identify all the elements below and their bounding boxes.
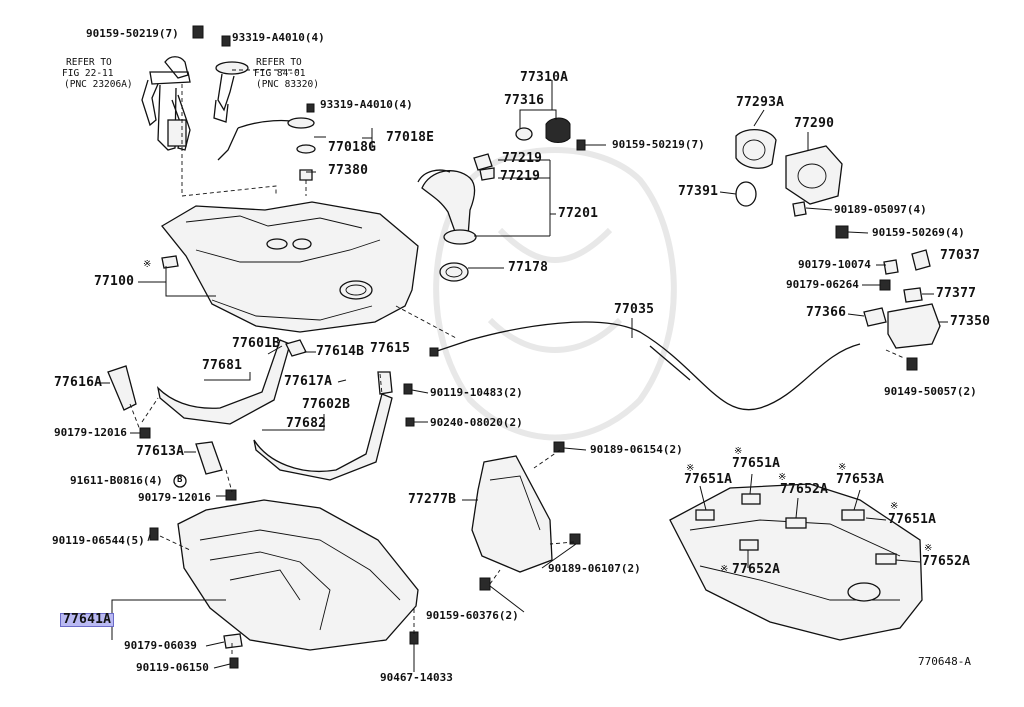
star-marker: ※ bbox=[686, 463, 695, 474]
top-left-fasteners bbox=[192, 25, 316, 181]
label-77602b[interactable]: 77602B bbox=[302, 397, 351, 412]
label-77614b[interactable]: 77614B bbox=[316, 344, 365, 359]
fuel-pump-assembly bbox=[141, 56, 191, 151]
label-77616a[interactable]: 77616A bbox=[54, 375, 103, 390]
figure-id: 770648-A bbox=[918, 655, 971, 668]
label-90159-50219[interactable]: 90159-50219(7) bbox=[86, 27, 179, 40]
star-marker: ※ bbox=[924, 543, 933, 554]
label-90189-05097[interactable]: 90189-05097(4) bbox=[834, 203, 927, 216]
label-77018e[interactable]: 77018E bbox=[386, 130, 435, 145]
leader-lines bbox=[100, 80, 948, 672]
b-circle-marker bbox=[173, 474, 187, 488]
label-77391[interactable]: 77391 bbox=[678, 184, 719, 199]
label-77178[interactable]: 77178 bbox=[508, 260, 549, 275]
fuel-sender-gauge bbox=[213, 61, 315, 161]
star-marker: ※ bbox=[838, 462, 847, 473]
label-77641a-highlighted[interactable]: 77641A bbox=[60, 613, 115, 627]
label-77617a[interactable]: 77617A bbox=[284, 374, 333, 389]
label-77651a-a[interactable]: 77651A bbox=[732, 456, 781, 471]
label-90179-06264[interactable]: 90179-06264 bbox=[786, 278, 859, 291]
label-90179-06039[interactable]: 90179-06039 bbox=[124, 639, 197, 652]
label-77350[interactable]: 77350 bbox=[950, 314, 991, 329]
label-77613a[interactable]: 77613A bbox=[136, 444, 185, 459]
label-90119-06544[interactable]: 90119-06544(5) bbox=[52, 534, 145, 547]
b-circle-letter: B bbox=[177, 475, 183, 485]
label-77293a[interactable]: 77293A bbox=[736, 95, 785, 110]
fuel-filler-door-assembly bbox=[735, 129, 941, 371]
label-77310a[interactable]: 77310A bbox=[520, 70, 569, 85]
label-91611-b0816[interactable]: 91611-B0816(4) bbox=[70, 474, 163, 487]
label-90119-10483[interactable]: 90119-10483(2) bbox=[430, 386, 523, 399]
label-77652a-c[interactable]: 77652A bbox=[922, 554, 971, 569]
heat-shield-77277b bbox=[471, 441, 581, 591]
star-marker: ※ bbox=[143, 259, 152, 270]
label-93319-a4010[interactable]: 93319-A4010(4) bbox=[232, 31, 325, 44]
label-77316[interactable]: 77316 bbox=[504, 93, 545, 108]
label-77652a-b[interactable]: 77652A bbox=[732, 562, 781, 577]
label-90189-06154[interactable]: 90189-06154(2) bbox=[590, 443, 683, 456]
label-77277b[interactable]: 77277B bbox=[408, 492, 457, 507]
label-77615[interactable]: 77615 bbox=[370, 341, 411, 356]
label-90189-06107[interactable]: 90189-06107(2) bbox=[548, 562, 641, 575]
refer-fig-84-01-pnc: (PNC 83320) bbox=[256, 79, 319, 90]
label-90179-12016-a[interactable]: 90179-12016 bbox=[54, 426, 127, 439]
label-77018g[interactable]: 77018G bbox=[328, 140, 377, 155]
label-77100[interactable]: 77100 bbox=[94, 274, 135, 289]
label-77681[interactable]: 77681 bbox=[202, 358, 243, 373]
label-90149-50057[interactable]: 90149-50057(2) bbox=[884, 385, 977, 398]
star-marker: ※ bbox=[734, 446, 743, 457]
label-90159-50219-b[interactable]: 90159-50219(7) bbox=[612, 138, 705, 151]
label-77682[interactable]: 77682 bbox=[286, 416, 327, 431]
label-77380[interactable]: 77380 bbox=[328, 163, 369, 178]
tank-protector-plate bbox=[149, 499, 419, 669]
star-marker: ※ bbox=[720, 564, 729, 575]
label-90159-50269[interactable]: 90159-50269(4) bbox=[872, 226, 965, 239]
label-77037[interactable]: 77037 bbox=[940, 248, 981, 263]
label-77601b[interactable]: 77601B bbox=[232, 336, 281, 351]
label-77035[interactable]: 77035 bbox=[614, 302, 655, 317]
label-77201[interactable]: 77201 bbox=[558, 206, 599, 221]
insulated-tank-view bbox=[669, 483, 923, 641]
label-77653a[interactable]: 77653A bbox=[836, 472, 885, 487]
label-77651a-b[interactable]: 77651A bbox=[684, 472, 733, 487]
label-77219-b[interactable]: 77219 bbox=[500, 169, 541, 184]
refer-fig-84-01-line1: REFER TO bbox=[256, 57, 302, 68]
fuel-tank-main bbox=[161, 201, 419, 333]
phantom-lines bbox=[129, 69, 905, 654]
refer-fig-22-11-line1: REFER TO bbox=[66, 57, 112, 68]
label-77651a-c[interactable]: 77651A bbox=[888, 512, 937, 527]
label-90240-08020[interactable]: 90240-08020(2) bbox=[430, 416, 523, 429]
label-93319-a4010-b[interactable]: 93319-A4010(4) bbox=[320, 98, 413, 111]
label-90467-14033[interactable]: 90467-14033 bbox=[380, 671, 453, 684]
filler-cap-and-neck bbox=[417, 117, 586, 282]
star-marker: ※ bbox=[778, 472, 787, 483]
label-77366[interactable]: 77366 bbox=[806, 305, 847, 320]
label-90179-12016-b[interactable]: 90179-12016 bbox=[138, 491, 211, 504]
label-77219-a[interactable]: 77219 bbox=[502, 151, 543, 166]
label-90179-10074[interactable]: 90179-10074 bbox=[798, 258, 871, 271]
label-90159-60376[interactable]: 90159-60376(2) bbox=[426, 609, 519, 622]
label-77377[interactable]: 77377 bbox=[936, 286, 977, 301]
label-77290[interactable]: 77290 bbox=[794, 116, 835, 131]
star-marker: ※ bbox=[890, 501, 899, 512]
refer-fig-22-11-pnc: (PNC 23206A) bbox=[64, 79, 133, 90]
refer-fig-22-11-line2: FIG 22-11 bbox=[62, 68, 114, 79]
label-90119-06150[interactable]: 90119-06150 bbox=[136, 661, 209, 674]
label-77652a-a[interactable]: 77652A bbox=[780, 482, 829, 497]
refer-fig-84-01-line2: FIG 84-01 bbox=[254, 68, 306, 79]
fuel-door-release-cable bbox=[429, 321, 861, 411]
